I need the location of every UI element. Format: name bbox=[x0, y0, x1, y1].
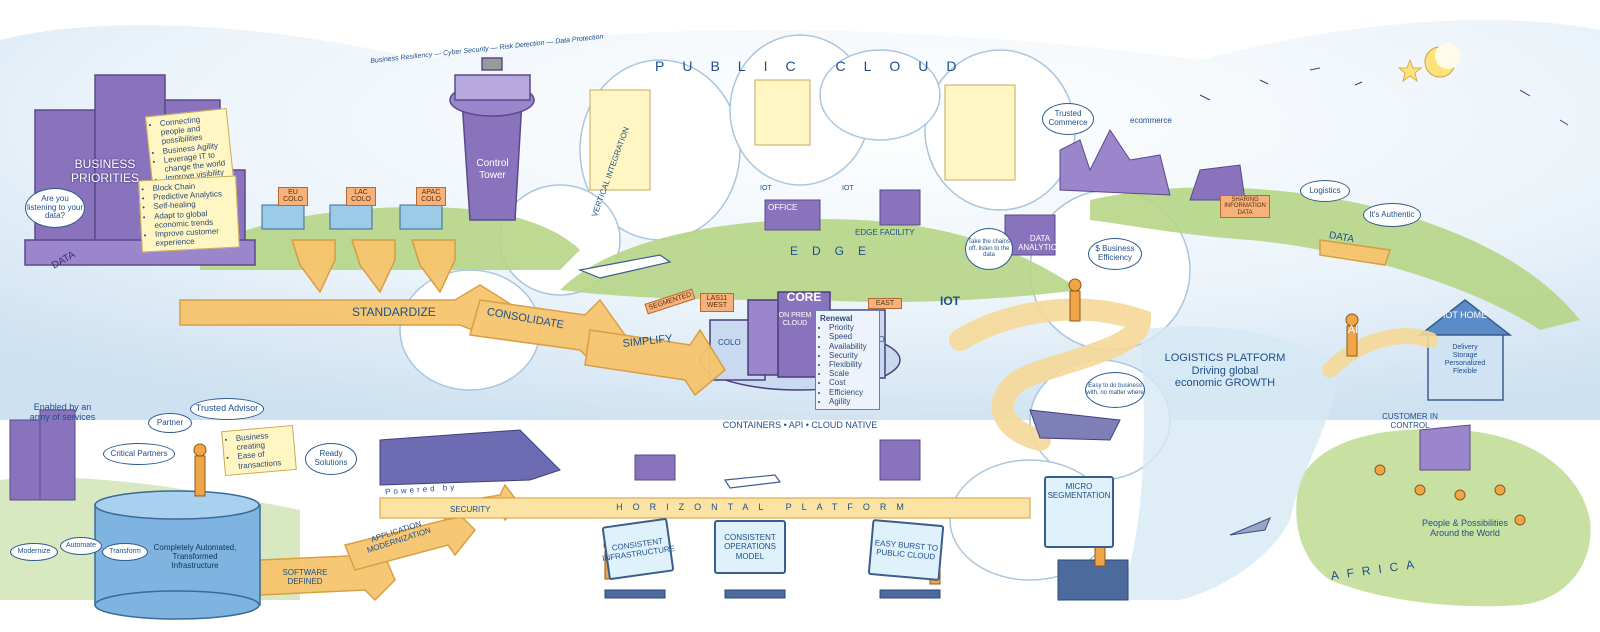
africa-land bbox=[1296, 429, 1591, 607]
colo-flag-apac: APAC COLO bbox=[416, 187, 446, 206]
data-analytics-label: DATA ANALYTICS bbox=[1018, 234, 1062, 253]
world-line: Around the World bbox=[1430, 528, 1500, 539]
micro-segmentation-monitor: MICRO SEGMENTATION bbox=[1044, 476, 1114, 548]
transform-bubble: Transform bbox=[102, 543, 148, 561]
modernize-bubble: Modernize bbox=[10, 543, 58, 561]
ship bbox=[1029, 409, 1121, 441]
efficiency-bubble: $ Business Efficiency bbox=[1088, 238, 1142, 270]
renewal-item: Efficiency bbox=[829, 388, 875, 397]
iot-label-facility: IOT bbox=[842, 185, 854, 192]
office-label: OFFICE bbox=[768, 203, 798, 212]
partner-bubble: Partner bbox=[148, 413, 192, 433]
growth-label: economic GROWTH bbox=[1174, 377, 1276, 390]
renewal-item: Scale bbox=[829, 369, 875, 378]
east-flag: EAST bbox=[868, 298, 902, 310]
control-tower-label: Control Tower bbox=[476, 158, 509, 181]
trusted-commerce-bubble: Trusted Commerce bbox=[1042, 103, 1094, 135]
easy-business-bubble: Easy to do business with, no matter wher… bbox=[1085, 372, 1145, 408]
edge-label: EDGE bbox=[790, 244, 881, 258]
right-hill bbox=[1090, 187, 1580, 330]
take-chains-bubble: Take the chains off, listen to the data bbox=[965, 228, 1013, 270]
trusted-advisor-bubble: Trusted Advisor bbox=[190, 398, 264, 420]
core-title: CORE bbox=[786, 290, 822, 304]
flow-arrows bbox=[179, 239, 1391, 602]
ready-solutions-plant bbox=[379, 429, 561, 486]
automate-bubble: Automate bbox=[60, 537, 102, 555]
sharing-info-flag: SHARING INFORMATION DATA bbox=[1220, 195, 1270, 218]
right-road bbox=[1322, 328, 1438, 378]
las11-west-flag: LAS11 WEST bbox=[700, 293, 734, 312]
logistics-road bbox=[949, 298, 1152, 451]
priority-item: Improve customer experience bbox=[155, 226, 235, 248]
storage-item: Storage bbox=[1452, 352, 1478, 360]
on-prem-cloud-label: ON PREM CLOUD bbox=[778, 312, 812, 328]
sketch-strokes bbox=[1199, 67, 1569, 126]
personalized-item: Personalized bbox=[1444, 360, 1486, 368]
core-colo-left: COLO bbox=[718, 338, 741, 347]
authentic-bubble: It's Authentic bbox=[1363, 203, 1421, 227]
consistent-infra-monitor: CONSISTENT INFRASTRUCTURE bbox=[601, 517, 676, 581]
ai-label: AI bbox=[1347, 324, 1359, 336]
horizontal-platform-label: HORIZONTAL PLATFORM bbox=[616, 502, 914, 512]
colo-flag-lac: LAC COLO bbox=[346, 187, 376, 206]
small-boat bbox=[1229, 517, 1271, 536]
containers-label: CONTAINERS • API • CLOUD NATIVE bbox=[722, 420, 878, 430]
renewal-item: Flexibility bbox=[829, 360, 875, 369]
logistics-platform-label: LOGISTICS PLATFORM bbox=[1164, 352, 1286, 364]
year-label: 20/20 bbox=[888, 481, 906, 488]
iot-home-list: Delivery Storage Personalized Flexible bbox=[1432, 344, 1498, 376]
business-creating-note: Business creating Ease of transactions bbox=[221, 424, 297, 476]
horizontal-platform-band bbox=[379, 497, 1031, 519]
priorities-list-2: Block ChainPredictive AnalyticsSelf-heal… bbox=[138, 175, 240, 253]
iot-big-label: IOT bbox=[940, 294, 960, 308]
customer-in-control-label: CUSTOMER IN CONTROL bbox=[1382, 412, 1438, 431]
ocean-wash bbox=[1120, 326, 1340, 600]
people-line: People & Possibilities bbox=[1421, 518, 1509, 528]
colo-flag-eu: EU COLO bbox=[278, 187, 308, 206]
kiosk-stands bbox=[604, 559, 1129, 601]
business-priorities-title: BUSINESS PRIORITIES bbox=[70, 157, 139, 185]
renewal-card: Renewal PrioritySpeedAvailabilitySecurit… bbox=[815, 310, 880, 410]
renewal-item: Cost bbox=[829, 378, 875, 387]
edge-buildings bbox=[634, 129, 1471, 481]
moon-and-star bbox=[1397, 43, 1461, 82]
airplanes bbox=[577, 254, 782, 489]
logistics-platform-title: LOGISTICS PLATFORM Driving global econom… bbox=[1160, 352, 1290, 390]
security-label: SECURITY bbox=[450, 505, 491, 514]
control-tower bbox=[449, 57, 535, 221]
ready-solutions-bubble: Ready Solutions bbox=[305, 443, 357, 475]
iot-home-house bbox=[1417, 299, 1513, 401]
colo-buildings bbox=[261, 204, 443, 230]
critical-partners-bubble: Critical Partners bbox=[103, 443, 175, 465]
delivery-item: Delivery bbox=[1452, 344, 1478, 351]
renewal-title: Renewal bbox=[820, 314, 853, 323]
driving-label: Driving global bbox=[1191, 364, 1259, 377]
infrastructure-cylinder bbox=[94, 490, 261, 620]
easy-burst-monitor: EASY BURST TO PUBLIC CLOUD bbox=[867, 518, 945, 582]
ease-transactions-item: Ease of transactions bbox=[237, 448, 291, 471]
public-cloud-label: PUBLIC CLOUD bbox=[655, 58, 975, 74]
logistics-bubble: Logistics bbox=[1300, 180, 1350, 202]
enabled-services-label: Enabled by an army of services bbox=[29, 402, 96, 423]
renewal-item: Security bbox=[829, 351, 875, 360]
renewal-item: Priority bbox=[829, 323, 875, 332]
iot-label-office: IOT bbox=[760, 185, 772, 192]
renewal-item: Agility bbox=[829, 397, 875, 406]
core-hill bbox=[560, 219, 1080, 302]
iot-home-label: IOT HOME bbox=[1442, 310, 1488, 320]
services-buildings bbox=[9, 409, 76, 501]
people-possibilities-label: People & Possibilities Around the World bbox=[1400, 518, 1530, 539]
software-defined-label: SOFTWARE DEFINED bbox=[282, 568, 328, 587]
blueprint-stacks bbox=[589, 79, 1016, 191]
infra-label: Completely Automated, Transformed Infras… bbox=[153, 543, 237, 571]
renewal-item: Speed bbox=[829, 332, 875, 341]
ecommerce-label: ecommerce bbox=[1130, 116, 1172, 125]
renewal-item: Availability bbox=[829, 342, 875, 351]
flexible-item: Flexible bbox=[1452, 368, 1478, 376]
edge-facility-label: EDGE FACILITY bbox=[855, 228, 915, 237]
consistent-ops-monitor: CONSISTENT OPERATIONS MODEL bbox=[714, 520, 786, 574]
listening-bubble: Are you listening to your data? bbox=[25, 188, 85, 228]
standardize-label: STANDARDIZE bbox=[352, 305, 436, 319]
